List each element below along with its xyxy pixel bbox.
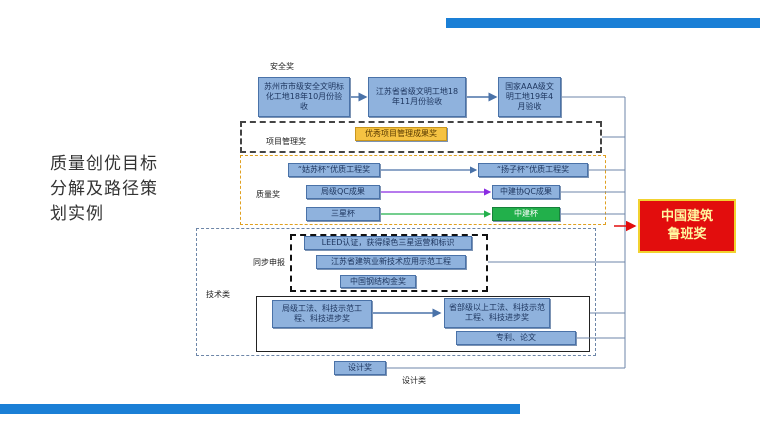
category-tech: 技术类: [206, 290, 230, 299]
bottom-accent-bar: [0, 404, 520, 414]
sync-box-leed: LEED认证，获得绿色三星运营和标识: [304, 236, 472, 250]
category-quality: 质量奖: [256, 190, 280, 199]
quality-box-yangzi: “扬子杯”优质工程奖: [478, 163, 588, 177]
category-sync-apply: 同步申报: [253, 258, 285, 267]
category-design: 设计类: [402, 376, 426, 385]
category-safety: 安全奖: [270, 62, 294, 71]
tech-frame: [196, 228, 596, 356]
safety-box-2: 江苏省省级文明工地18年11月份验收: [368, 77, 466, 117]
project-mgmt-frame: [240, 121, 602, 153]
tech-box-patents: 专利、论文: [456, 331, 576, 345]
project-mgmt-box: 优秀项目管理成果奖: [355, 127, 447, 141]
safety-box-3: 国家AAA级文明工地19年4月验收: [498, 77, 561, 117]
luban-award-label: 中国建筑鲁班奖: [660, 209, 713, 242]
sync-frame: [290, 234, 488, 292]
tech-box-provincial: 省部级以上工法、科技示范工程、科技进步奖: [444, 298, 550, 328]
quality-box-cscec-qc: 中建协QC成果: [492, 185, 560, 199]
luban-award-target: 中国建筑鲁班奖: [638, 199, 736, 253]
quality-box-sanxing-cup: 三星杯: [306, 207, 380, 221]
slide-title: 质量创优目标分解及路径策划实例: [50, 154, 158, 224]
category-project-mgmt: 项目管理奖: [266, 137, 306, 146]
design-box: 设计奖: [334, 361, 386, 375]
quality-box-gusu: “姑苏杯”优质工程奖: [288, 163, 380, 177]
sync-box-new-tech: 江苏省建筑业新技术应用示范工程: [316, 255, 466, 269]
sync-box-steel-award: 中国钢结构金奖: [340, 275, 416, 288]
quality-box-cscec-cup: 中建杯: [492, 207, 560, 221]
top-accent-bar: [446, 18, 760, 28]
tech-box-bureau: 局级工法、科技示范工程、科技进步奖: [272, 300, 372, 328]
quality-frame: [240, 155, 606, 225]
tech-inner-frame: [256, 296, 590, 352]
safety-box-1: 苏州市市级安全文明标化工地18年10月份验收: [258, 77, 350, 117]
quality-box-bureau-qc: 局级QC成果: [306, 185, 380, 199]
